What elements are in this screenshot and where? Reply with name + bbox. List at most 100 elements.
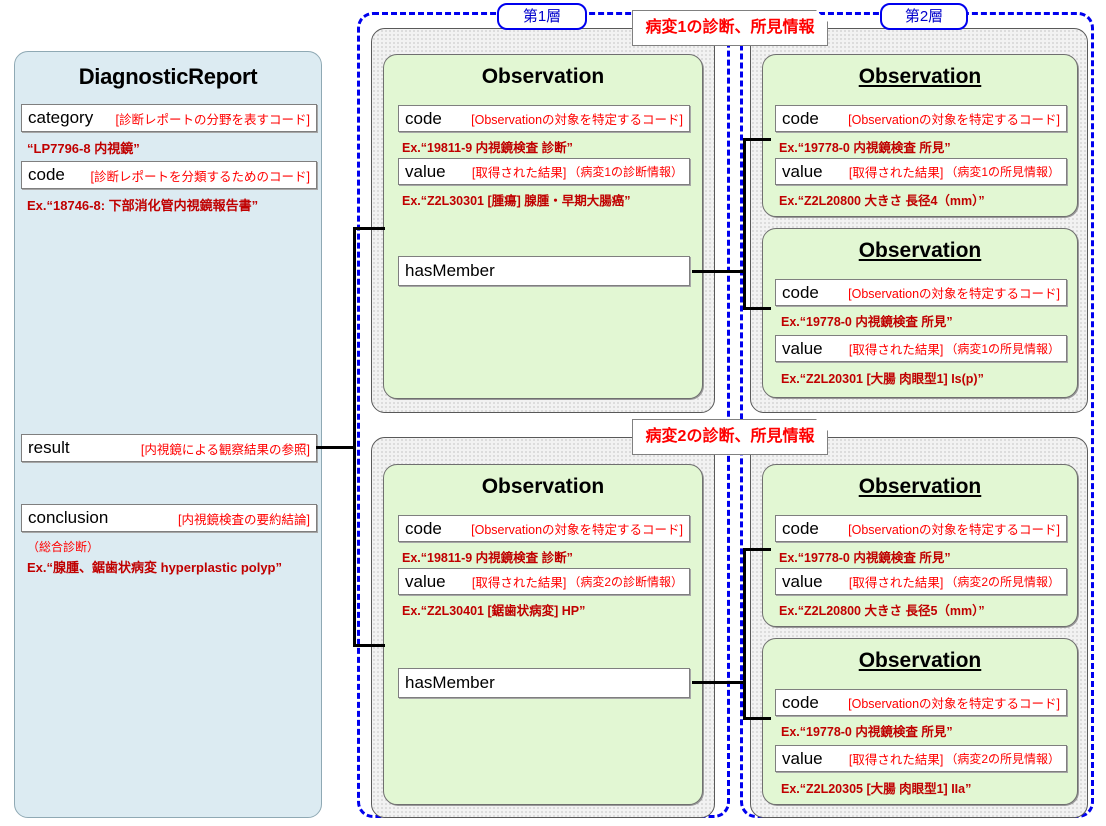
observation-lesion2-diagnosis-code-example: Ex.“19811-9 内視鏡検査 診断” bbox=[402, 547, 573, 566]
field-result-note: [内視鏡による観察結果の参照] bbox=[133, 439, 310, 458]
observation-lesion2-finding-b-value[interactable]: value [取得された結果] （病変2の所見情報） bbox=[775, 745, 1067, 772]
observation-lesion1-finding-b-title: Observation bbox=[763, 239, 1077, 263]
observation-lesion1-diagnosis-value[interactable]: value [取得された結果] （病変1の診断情報） bbox=[398, 158, 690, 185]
value-note2: （病変1の診断情報） bbox=[566, 163, 683, 180]
result-connector-to-obs2 bbox=[353, 644, 385, 647]
observation-lesion2-diagnosis-value[interactable]: value [取得された結果] （病変2の診断情報） bbox=[398, 568, 690, 595]
value-label: value bbox=[405, 572, 446, 592]
observation-lesion1-finding-b-value[interactable]: value [取得された結果] （病変1の所見情報） bbox=[775, 335, 1067, 362]
value-label: value bbox=[782, 162, 823, 182]
hasmember-label: hasMember bbox=[405, 673, 495, 693]
hasmember1-connector-trunk bbox=[743, 138, 746, 310]
field-category-label: category bbox=[28, 108, 93, 128]
field-category[interactable]: category [診断レポートの分野を表すコード] bbox=[21, 104, 317, 132]
observation-lesion1-diagnosis-value-example: Ex.“Z2L30301 [腫瘍] 腺腫・早期大腸癌” bbox=[402, 190, 631, 209]
value-note2: （病変2の所見情報） bbox=[943, 750, 1060, 767]
diagnostic-report-panel: DiagnosticReport category [診断レポートの分野を表すコ… bbox=[14, 51, 322, 818]
value-note: [取得された結果] bbox=[841, 572, 943, 591]
field-result[interactable]: result [内視鏡による観察結果の参照] bbox=[21, 434, 317, 462]
observation-lesion1-diagnosis-code-example: Ex.“19811-9 内視鏡検査 診断” bbox=[402, 137, 573, 156]
field-category-note: [診断レポートの分野を表すコード] bbox=[108, 109, 310, 128]
hasmember2-connector-horizontal bbox=[692, 681, 746, 684]
code-label: code bbox=[782, 519, 819, 539]
code-note: [Observationの対象を特定するコード] bbox=[840, 283, 1060, 302]
hasmember2-connector-trunk bbox=[743, 548, 746, 720]
hasmember1-connector-to-find1a bbox=[743, 138, 771, 141]
observation-lesion2-hasmember[interactable]: hasMember bbox=[398, 668, 690, 698]
observation-lesion1-finding-a-value-example: Ex.“Z2L20800 大きさ 長径4（mm）” bbox=[779, 190, 985, 209]
page-title: DiagnosticReport bbox=[15, 64, 321, 90]
observation-lesion1-diagnosis-code[interactable]: code [Observationの対象を特定するコード] bbox=[398, 105, 690, 132]
hasmember1-connector-horizontal bbox=[692, 270, 746, 273]
hasmember1-connector-to-find1b bbox=[743, 307, 771, 310]
value-label: value bbox=[782, 339, 823, 359]
hasmember2-connector-to-find2a bbox=[743, 548, 771, 551]
code-label: code bbox=[405, 519, 442, 539]
field-conclusion-example: Ex.“腺腫、鋸歯状病変 hyperplastic polyp” bbox=[27, 557, 282, 576]
field-conclusion-example-prefix: （総合診断） bbox=[27, 538, 99, 555]
hasmember2-connector-to-find2b bbox=[743, 717, 771, 720]
value-note: [取得された結果] bbox=[841, 749, 943, 768]
observation-lesion2-diagnosis-title: Observation bbox=[384, 475, 702, 499]
observation-lesion2-finding-b: Observation code [Observationの対象を特定するコード… bbox=[762, 638, 1078, 805]
observation-lesion1-finding-a-title: Observation bbox=[763, 65, 1077, 89]
value-note2: （病変1の所見情報） bbox=[943, 163, 1060, 180]
code-label: code bbox=[782, 109, 819, 129]
field-result-label: result bbox=[28, 438, 70, 458]
observation-lesion1-finding-a-code[interactable]: code [Observationの対象を特定するコード] bbox=[775, 105, 1067, 132]
code-note: [Observationの対象を特定するコード] bbox=[840, 109, 1060, 128]
observation-lesion1-finding-b: Observation code [Observationの対象を特定するコード… bbox=[762, 228, 1078, 398]
value-note: [取得された結果] bbox=[841, 162, 943, 181]
observation-lesion2-diagnosis-code[interactable]: code [Observationの対象を特定するコード] bbox=[398, 515, 690, 542]
field-conclusion-label: conclusion bbox=[28, 508, 108, 528]
field-conclusion[interactable]: conclusion [内視鏡検査の要約結論] bbox=[21, 504, 317, 532]
observation-lesion1-finding-b-code[interactable]: code [Observationの対象を特定するコード] bbox=[775, 279, 1067, 306]
observation-lesion2-finding-a-title: Observation bbox=[763, 475, 1077, 499]
observation-lesion2-finding-a-code-example: Ex.“19778-0 内視鏡検査 所見” bbox=[779, 547, 951, 566]
result-connector-horizontal bbox=[316, 446, 356, 449]
observation-lesion1-finding-b-value-example: Ex.“Z2L20301 [大腸 肉眼型1] Is(p)” bbox=[781, 368, 984, 387]
value-label: value bbox=[782, 749, 823, 769]
field-code-label: code bbox=[28, 165, 65, 185]
lesion2-banner: 病変2の診断、所見情報 bbox=[632, 419, 828, 455]
observation-lesion2-finding-a-value[interactable]: value [取得された結果] （病変2の所見情報） bbox=[775, 568, 1067, 595]
value-label: value bbox=[782, 572, 823, 592]
observation-lesion1-finding-a-code-example: Ex.“19778-0 内視鏡検査 所見” bbox=[779, 137, 951, 156]
field-code[interactable]: code [診断レポートを分類するためのコード] bbox=[21, 161, 317, 189]
observation-lesion1-hasmember[interactable]: hasMember bbox=[398, 256, 690, 286]
value-note2: （病変1の所見情報） bbox=[943, 340, 1060, 357]
field-code-example: Ex.“18746-8: 下部消化管内視鏡報告書” bbox=[27, 195, 258, 214]
field-code-note: [診断レポートを分類するためのコード] bbox=[83, 166, 310, 185]
code-note: [Observationの対象を特定するコード] bbox=[840, 519, 1060, 538]
observation-lesion1-finding-b-code-example: Ex.“19778-0 内視鏡検査 所見” bbox=[781, 311, 953, 330]
hasmember-label: hasMember bbox=[405, 261, 495, 281]
observation-lesion1-diagnosis-title: Observation bbox=[384, 65, 702, 89]
observation-lesion2-diagnosis: Observation code [Observationの対象を特定するコード… bbox=[383, 464, 703, 805]
value-label: value bbox=[405, 162, 446, 182]
value-note2: （病変2の診断情報） bbox=[566, 573, 683, 590]
code-label: code bbox=[405, 109, 442, 129]
value-note: [取得された結果] bbox=[464, 162, 566, 181]
observation-lesion2-finding-b-code[interactable]: code [Observationの対象を特定するコード] bbox=[775, 689, 1067, 716]
lesion1-banner: 病変1の診断、所見情報 bbox=[632, 10, 828, 46]
observation-lesion1-diagnosis: Observation code [Observationの対象を特定するコード… bbox=[383, 54, 703, 399]
observation-lesion2-finding-a-code[interactable]: code [Observationの対象を特定するコード] bbox=[775, 515, 1067, 542]
field-conclusion-note: [内視鏡検査の要約結論] bbox=[170, 509, 310, 528]
observation-lesion1-finding-a: Observation code [Observationの対象を特定するコード… bbox=[762, 54, 1078, 217]
layer2-tag: 第2層 bbox=[880, 3, 968, 30]
layer1-tag: 第1層 bbox=[497, 3, 587, 30]
code-note: [Observationの対象を特定するコード] bbox=[840, 693, 1060, 712]
code-note: [Observationの対象を特定するコード] bbox=[463, 109, 683, 128]
result-connector-to-obs1 bbox=[353, 227, 385, 230]
value-note: [取得された結果] bbox=[841, 339, 943, 358]
value-note: [取得された結果] bbox=[464, 572, 566, 591]
code-label: code bbox=[782, 283, 819, 303]
observation-lesion2-finding-b-title: Observation bbox=[763, 649, 1077, 673]
code-label: code bbox=[782, 693, 819, 713]
observation-lesion2-finding-a-value-example: Ex.“Z2L20800 大きさ 長径5（mm）” bbox=[779, 600, 985, 619]
observation-lesion1-finding-a-value[interactable]: value [取得された結果] （病変1の所見情報） bbox=[775, 158, 1067, 185]
result-connector-trunk bbox=[353, 227, 356, 647]
observation-lesion2-finding-b-value-example: Ex.“Z2L20305 [大腸 肉眼型1] IIa” bbox=[781, 778, 971, 797]
observation-lesion2-diagnosis-value-example: Ex.“Z2L30401 [鋸歯状病変] HP” bbox=[402, 600, 585, 619]
